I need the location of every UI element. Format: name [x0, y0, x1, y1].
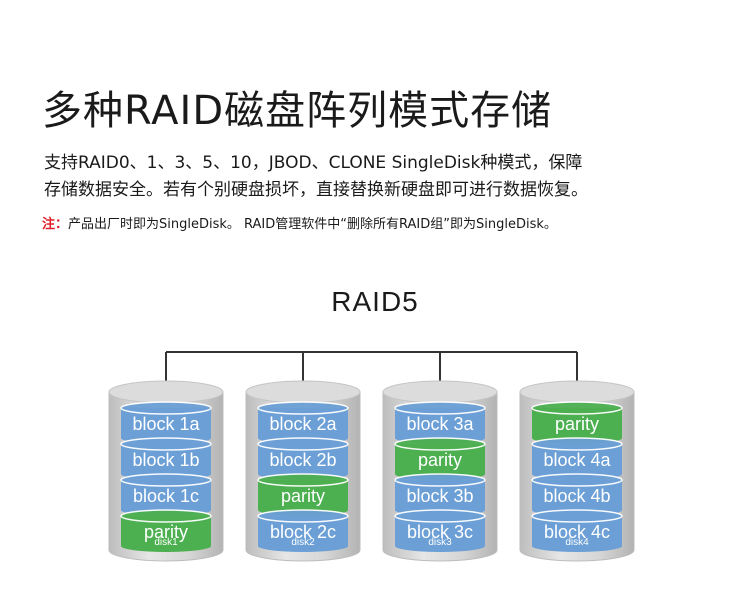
stripe-body: [395, 408, 485, 444]
stripe-body: [532, 480, 622, 516]
stripe-body: [532, 444, 622, 480]
stripe-top: [120, 437, 212, 451]
stripe-body: [258, 516, 348, 552]
stripe-body: [532, 516, 622, 552]
stripe-top: [257, 401, 349, 415]
block-stripe: block 2c: [257, 509, 349, 552]
connector-lines: [165, 351, 578, 388]
note: 注：产品出厂时即为SingleDisk。 RAID管理软件中“删除所有RAID组…: [42, 213, 557, 232]
note-text: 产品出厂时即为SingleDisk。 RAID管理软件中“删除所有RAID组”即…: [68, 217, 557, 232]
block-stripe: block 3b: [394, 473, 486, 516]
stripe-top: [531, 401, 623, 415]
block-stripe: block 3a: [394, 401, 486, 444]
disk-top: [519, 380, 635, 404]
stripe-body: [395, 444, 485, 480]
stripe-label: block 3c: [407, 522, 473, 542]
block-stripe: block 4a: [531, 437, 623, 480]
stripe-label: parity: [144, 522, 188, 542]
stripe-label: block 4c: [544, 522, 610, 542]
block-stripe: block 4c: [531, 509, 623, 552]
disk-label: disk2: [291, 537, 315, 548]
diagram-title: RAID5: [331, 286, 419, 317]
stripe-body: [258, 408, 348, 444]
stripe-top: [531, 473, 623, 487]
page-title: 多种RAID磁盘阵列模式存储: [42, 88, 553, 134]
stripe-body: [258, 480, 348, 516]
disk-label: disk1: [154, 537, 178, 548]
stripe-top: [120, 473, 212, 487]
stripe-top: [120, 401, 212, 415]
block-stripe: block 1c: [120, 473, 212, 516]
stripe-label: block 2a: [269, 414, 337, 434]
stripe-top: [120, 509, 212, 523]
stripe-top: [394, 473, 486, 487]
stripe-body: [395, 480, 485, 516]
parity-stripe: parity: [394, 437, 486, 480]
note-label: 注：: [42, 217, 69, 232]
stripe-label: block 4a: [543, 450, 611, 470]
disk-top: [245, 380, 361, 404]
parity-stripe: parity: [531, 401, 623, 444]
disk-label: disk3: [428, 537, 452, 548]
stripe-body: [121, 516, 211, 552]
stripe-body: [121, 408, 211, 444]
stripe-top: [394, 437, 486, 451]
stripe-top: [257, 509, 349, 523]
stripe-label: parity: [418, 450, 462, 470]
stripe-body: [395, 516, 485, 552]
stripe-label: parity: [555, 414, 599, 434]
stripe-top: [531, 437, 623, 451]
stripe-top: [394, 509, 486, 523]
stripe-label: block 1b: [132, 450, 199, 470]
block-stripe: block 2a: [257, 401, 349, 444]
stripe-body: [258, 444, 348, 480]
block-stripe: block 3c: [394, 509, 486, 552]
stripe-label: block 1c: [133, 486, 199, 506]
stripe-body: [121, 480, 211, 516]
stripe-top: [257, 473, 349, 487]
disk-top: [382, 380, 498, 404]
stripe-label: block 4b: [543, 486, 610, 506]
description: 支持RAID0、1、3、5、10，JBOD、CLONE SingleDisk种模…: [44, 150, 724, 204]
disk-top: [108, 380, 224, 404]
stripe-label: block 1a: [132, 414, 200, 434]
block-stripe: block 1b: [120, 437, 212, 480]
stripe-top: [394, 401, 486, 415]
disk-label: disk4: [565, 537, 589, 548]
stripe-label: block 3a: [406, 414, 474, 434]
parity-stripe: parity: [257, 473, 349, 516]
stripe-body: [121, 444, 211, 480]
stripe-body: [532, 408, 622, 444]
stripe-label: block 2b: [269, 450, 336, 470]
block-stripe: block 2b: [257, 437, 349, 480]
block-stripe: block 1a: [120, 401, 212, 444]
stripe-label: parity: [281, 486, 325, 506]
stripe-top: [257, 437, 349, 451]
parity-stripe: parity: [120, 509, 212, 552]
description-line-1: 支持RAID0、1、3、5、10，JBOD、CLONE SingleDisk种模…: [44, 153, 583, 173]
stripe-label: block 2c: [270, 522, 336, 542]
description-line-2: 存储数据安全。若有个别硬盘损坏，直接替换新硬盘即可进行数据恢复。: [44, 180, 588, 200]
stripe-top: [531, 509, 623, 523]
block-stripe: block 4b: [531, 473, 623, 516]
stripe-label: block 3b: [406, 486, 473, 506]
